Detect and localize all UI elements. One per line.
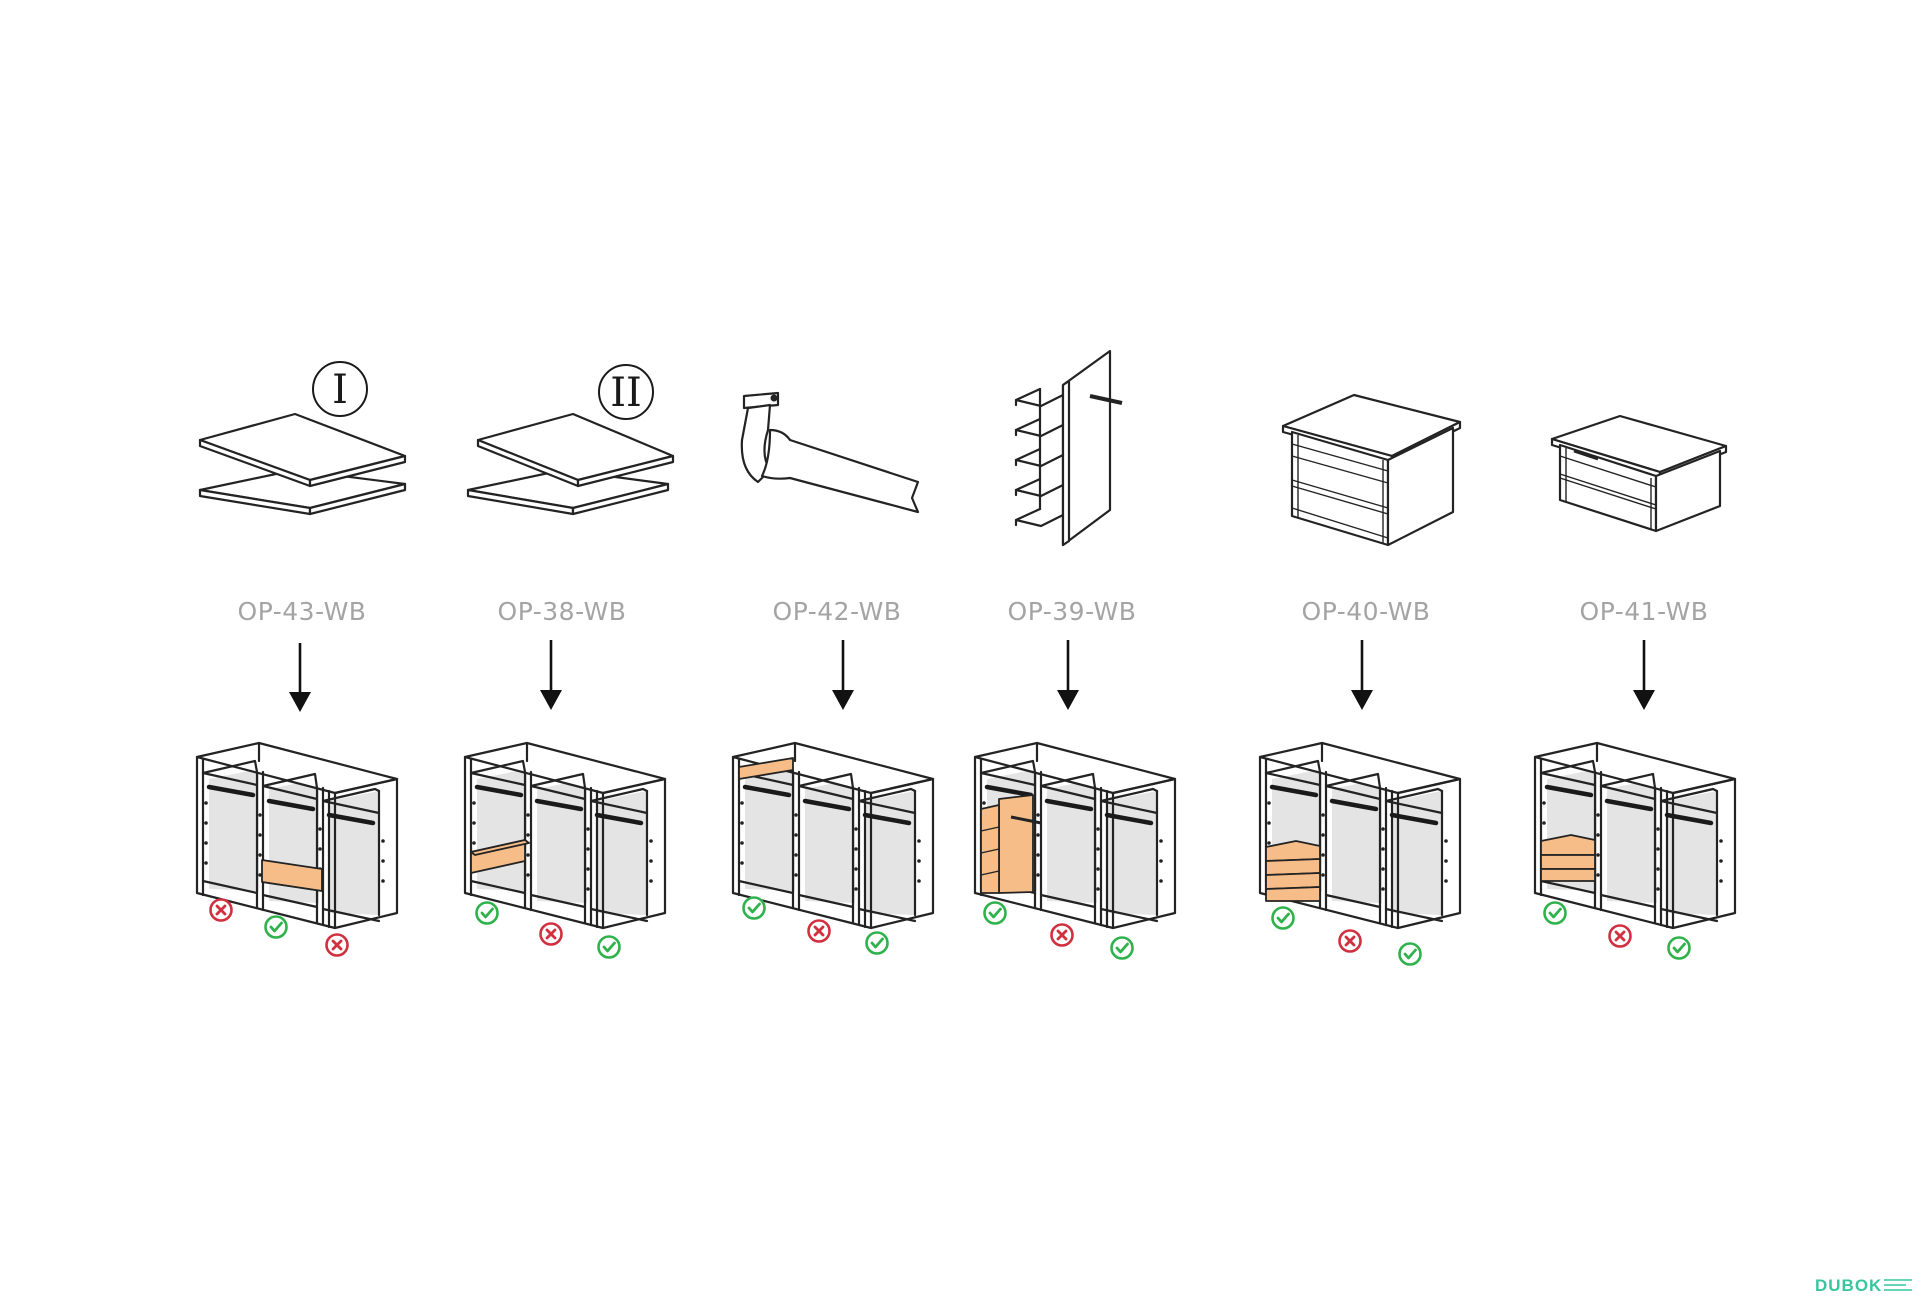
incompatible-icon xyxy=(539,922,563,946)
compat-status-row xyxy=(209,898,349,957)
down-arrow-icon xyxy=(832,640,854,710)
incompatible-icon xyxy=(1050,923,1074,947)
product-code-op-41-wb: OP-41-WB xyxy=(1580,597,1709,626)
wardrobe-diagram xyxy=(1535,743,1735,928)
highlight-side-panel xyxy=(998,794,1034,894)
compatible-icon xyxy=(1398,942,1422,966)
incompatible-icon xyxy=(1338,929,1362,953)
down-arrow-icon xyxy=(1057,640,1079,710)
badge-one-label: I xyxy=(332,367,348,413)
badge-two-label: II xyxy=(610,370,642,416)
product-column-op-43-wb: I OP-43-WB xyxy=(197,361,407,957)
compatible-icon xyxy=(1543,901,1567,925)
product-code-op-39-wb: OP-39-WB xyxy=(1008,597,1137,626)
dubok-logo-icon xyxy=(1884,1279,1912,1291)
compatible-icon xyxy=(1110,936,1134,960)
product-code-op-38-wb: OP-38-WB xyxy=(498,597,627,626)
compatible-icon xyxy=(475,901,499,925)
compatible-icon xyxy=(865,931,889,955)
product-column-op-42-wb: OP-42-WB xyxy=(733,391,933,955)
compatible-icon xyxy=(1271,906,1295,930)
wardrobe-diagram xyxy=(733,743,933,928)
down-arrow-icon xyxy=(540,640,562,710)
product-column-op-39-wb: OP-39-WB xyxy=(975,349,1175,960)
product-code-op-42-wb: OP-42-WB xyxy=(773,597,902,626)
compatible-icon xyxy=(597,935,621,959)
three-drawer-unit-icon xyxy=(1281,393,1462,547)
highlight-drawers xyxy=(1265,840,1321,902)
side-shelf-panel-icon xyxy=(1014,349,1123,547)
product-code-op-40-wb: OP-40-WB xyxy=(1302,597,1431,626)
highlight-drawers xyxy=(1540,834,1596,882)
incompatible-icon xyxy=(1608,924,1632,948)
wardrobe-diagram xyxy=(465,743,665,928)
product-column-op-41-wb: OP-41-WB xyxy=(1535,414,1735,960)
wardrobe-diagram xyxy=(975,743,1175,928)
shelf-set-two-icon xyxy=(466,412,675,516)
wardrobe-diagram xyxy=(197,743,397,928)
product-column-op-38-wb: II OP-38-WB xyxy=(465,364,675,959)
compatible-icon xyxy=(742,896,766,920)
product-column-op-40-wb: OP-40-WB xyxy=(1260,393,1462,966)
down-arrow-icon xyxy=(289,643,311,712)
incompatible-icon xyxy=(325,933,349,957)
down-arrow-icon xyxy=(1633,640,1655,710)
compatible-icon xyxy=(983,901,1007,925)
incompatible-icon xyxy=(209,898,233,922)
wardrobe-diagram xyxy=(1260,743,1460,928)
two-drawer-unit-icon xyxy=(1550,414,1728,533)
shelf-set-one-icon xyxy=(198,412,407,516)
badge-one: I xyxy=(312,361,368,417)
badge-two: II xyxy=(598,364,654,420)
pull-down-rail-icon xyxy=(740,391,920,514)
down-arrow-icon xyxy=(1351,640,1373,710)
compatible-icon xyxy=(264,915,288,939)
compatible-icon xyxy=(1667,936,1691,960)
product-code-op-43-wb: OP-43-WB xyxy=(238,597,367,626)
highlight-rail xyxy=(738,757,794,780)
watermark-text: DUBOK xyxy=(1815,1276,1882,1295)
watermark: DUBOK xyxy=(1815,1276,1912,1295)
incompatible-icon xyxy=(807,919,831,943)
